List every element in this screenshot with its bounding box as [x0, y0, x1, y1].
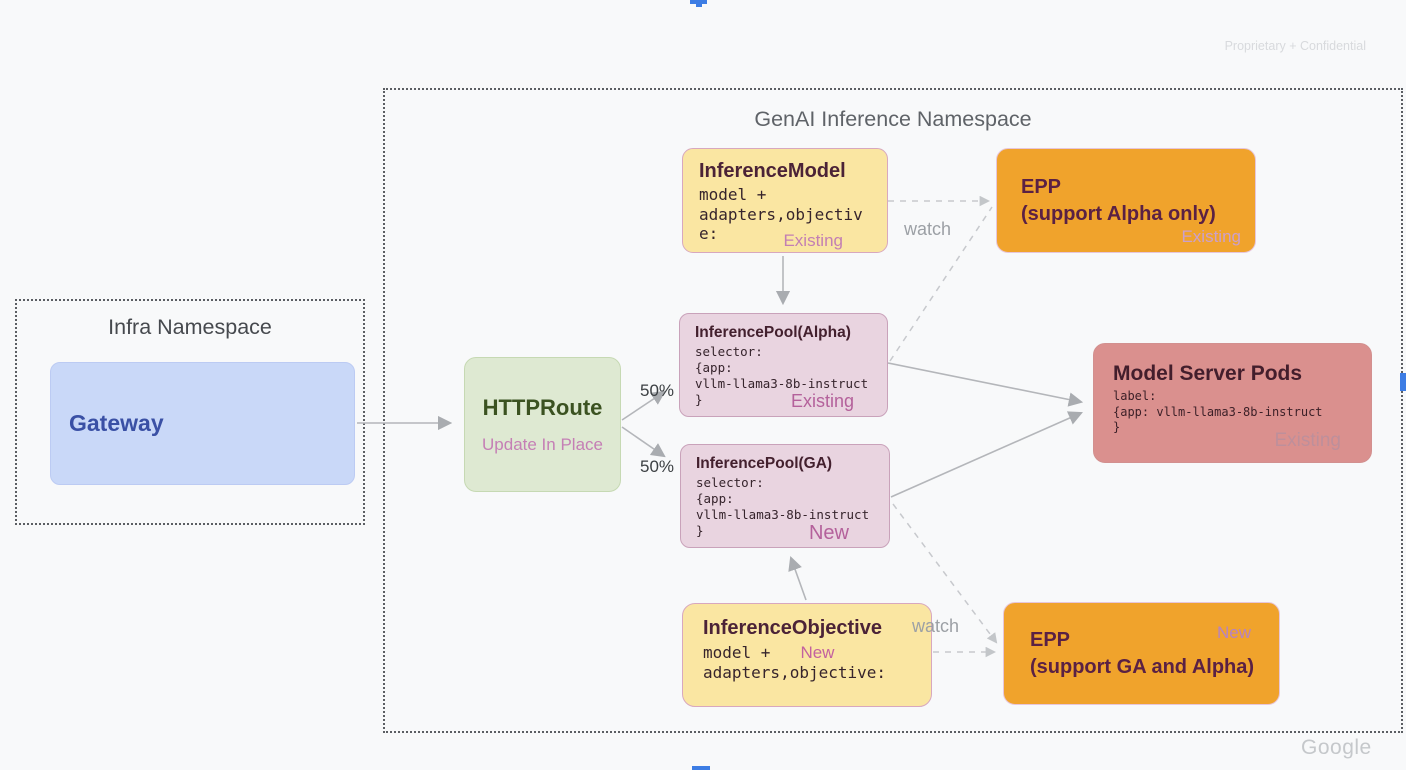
connector-httproute-to-pool-alpha	[621, 390, 666, 421]
connector-pool-ga-to-pods	[890, 411, 1083, 498]
gateway-label: Gateway	[69, 410, 164, 436]
inferencepool-ga-title: InferencePool(GA)	[696, 455, 833, 472]
infra-namespace-title: Infra Namespace	[108, 315, 272, 339]
inferencepool-alpha-shape[interactable]: InferencePool(Alpha) selector: {app: vll…	[679, 313, 888, 417]
model-server-pods-shape[interactable]: Model Server Pods label: {app: vllm-llam…	[1093, 343, 1372, 463]
traffic-split-label-bottom: 50%	[640, 457, 675, 476]
inferenceobjective-title: InferenceObjective	[703, 617, 882, 639]
httproute-label: HTTPRoute	[482, 394, 603, 420]
inferencepool-alpha-status-badge: Existing	[790, 391, 854, 411]
watch-label-top: watch	[904, 219, 952, 239]
inferenceobjective-status-badge: New	[800, 643, 835, 662]
httproute-shape[interactable]: HTTPRoute Update In Place	[464, 357, 621, 492]
epp-ga-status-badge: New	[1216, 623, 1251, 642]
model-server-pods-label-text: label: {app: vllm-llama3-8b-instruct }	[1113, 389, 1323, 435]
inferencepool-ga-selector-text: selector: {app: vllm-llama3-8b-instruct …	[696, 475, 870, 538]
comment-anchor-marker-right[interactable]	[1400, 373, 1406, 391]
model-server-pods-title: Model Server Pods	[1113, 362, 1303, 385]
genai-inference-namespace-container[interactable]: GenAI Inference Namespace	[383, 88, 1403, 733]
inferenceobjective-shape[interactable]: InferenceObjective model + New adapters,…	[682, 603, 932, 707]
google-logo: Google	[1301, 736, 1372, 759]
inferencemodel-status-badge: Existing	[783, 231, 843, 250]
httproute-subtitle: Update In Place	[482, 434, 603, 454]
inferencepool-ga-shape[interactable]: InferencePool(GA) selector: {app: vllm-l…	[680, 444, 890, 548]
genai-namespace-title: GenAI Inference Namespace	[754, 107, 1032, 131]
connector-inferenceobjective-to-pool-ga	[788, 555, 807, 601]
comment-anchor-marker-top[interactable]	[690, 0, 707, 4]
traffic-split-label-top: 50%	[640, 381, 675, 400]
inferenceobjective-spec-line1: model +	[703, 643, 771, 662]
connector-watch-pool-ga-epp-ga	[892, 503, 998, 644]
inferencemodel-title: InferenceModel	[699, 160, 846, 182]
inferencepool-alpha-selector-text: selector: {app: vllm-llama3-8b-instruct …	[695, 344, 869, 407]
connector-httproute-to-pool-ga	[621, 426, 666, 458]
comment-anchor-notch-top[interactable]	[696, 4, 702, 7]
epp-alpha-shape[interactable]: EPP (support Alpha only) Existing	[996, 148, 1256, 253]
gateway-shape[interactable]: Gateway	[50, 362, 355, 485]
inferencemodel-spec-text: model + adapters,objectiv e:	[699, 185, 863, 244]
infra-namespace-container[interactable]: Infra Namespace	[15, 299, 365, 525]
connector-pool-alpha-to-pods	[887, 362, 1084, 407]
inferencepool-alpha-title: InferencePool(Alpha)	[695, 324, 851, 341]
inferenceobjective-spec-line2: adapters,objective:	[703, 663, 887, 682]
epp-alpha-status-badge: Existing	[1181, 227, 1241, 246]
epp-ga-title: EPP (support GA and Alpha)	[1030, 628, 1255, 678]
epp-ga-shape[interactable]: EPP (support GA and Alpha) New	[1003, 602, 1280, 705]
comment-anchor-marker-bottom[interactable]	[692, 766, 710, 770]
inferencepool-ga-status-badge: New	[808, 522, 849, 544]
confidentiality-watermark: Proprietary + Confidential	[1224, 39, 1366, 53]
inferencemodel-shape[interactable]: InferenceModel model + adapters,objectiv…	[682, 148, 888, 253]
epp-alpha-title: EPP (support Alpha only)	[1021, 175, 1216, 225]
watch-label-bottom: watch	[912, 616, 960, 636]
model-server-pods-status-badge: Existing	[1274, 430, 1341, 451]
